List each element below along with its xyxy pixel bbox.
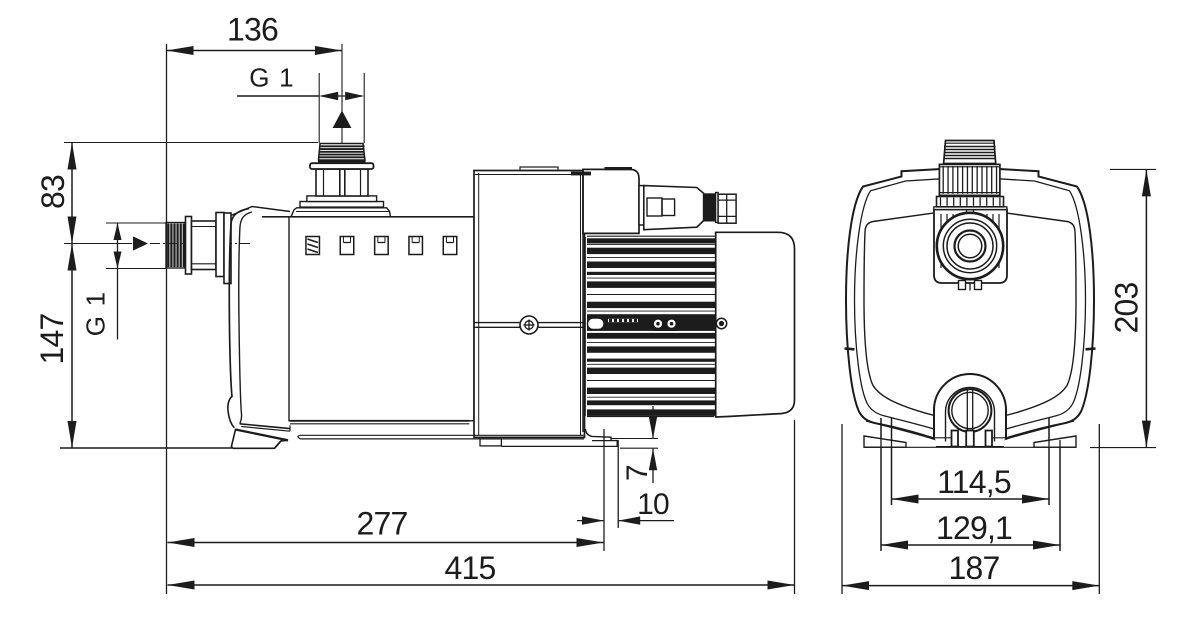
svg-text:415: 415 (445, 550, 496, 586)
svg-text:277: 277 (357, 505, 408, 541)
svg-text:129,1: 129,1 (936, 510, 1012, 546)
svg-text:83: 83 (35, 175, 71, 209)
svg-text:7: 7 (621, 465, 654, 481)
svg-text:147: 147 (34, 314, 70, 365)
svg-text:G 1: G 1 (249, 63, 295, 93)
svg-text:114,5: 114,5 (937, 464, 1011, 500)
svg-text:G 1: G 1 (81, 291, 111, 337)
svg-text:10: 10 (637, 488, 669, 521)
svg-text:136: 136 (227, 12, 278, 48)
svg-text:187: 187 (949, 550, 1000, 586)
svg-text:203: 203 (1108, 283, 1144, 334)
